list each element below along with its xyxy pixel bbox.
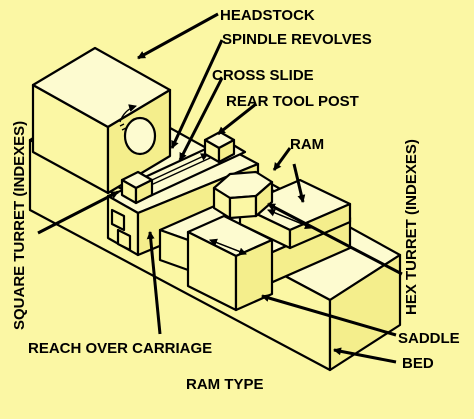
- label-cross-slide: CROSS SLIDE: [212, 67, 314, 84]
- label-spindle-revolves: SPINDLE REVOLVES: [222, 31, 372, 48]
- label-ram: RAM: [290, 136, 324, 153]
- hex-turret-shape: [212, 170, 274, 220]
- headstock-shape: [31, 46, 172, 195]
- label-saddle: SADDLE: [398, 330, 460, 347]
- leader-lines: [37, 12, 403, 364]
- label-reach-over-carriage: REACH OVER CARRIAGE: [28, 340, 212, 357]
- label-headstock: HEADSTOCK: [220, 7, 315, 24]
- label-square-turret: SQUARE TURRET (INDEXES): [11, 121, 28, 330]
- spindle-shape: [123, 116, 157, 156]
- label-rear-tool-post: REAR TOOL POST: [226, 93, 359, 110]
- label-bed: BED: [402, 355, 434, 372]
- diagram-caption: RAM TYPE: [186, 376, 264, 393]
- label-hex-turret: HEX TURRET (INDEXES): [403, 139, 420, 315]
